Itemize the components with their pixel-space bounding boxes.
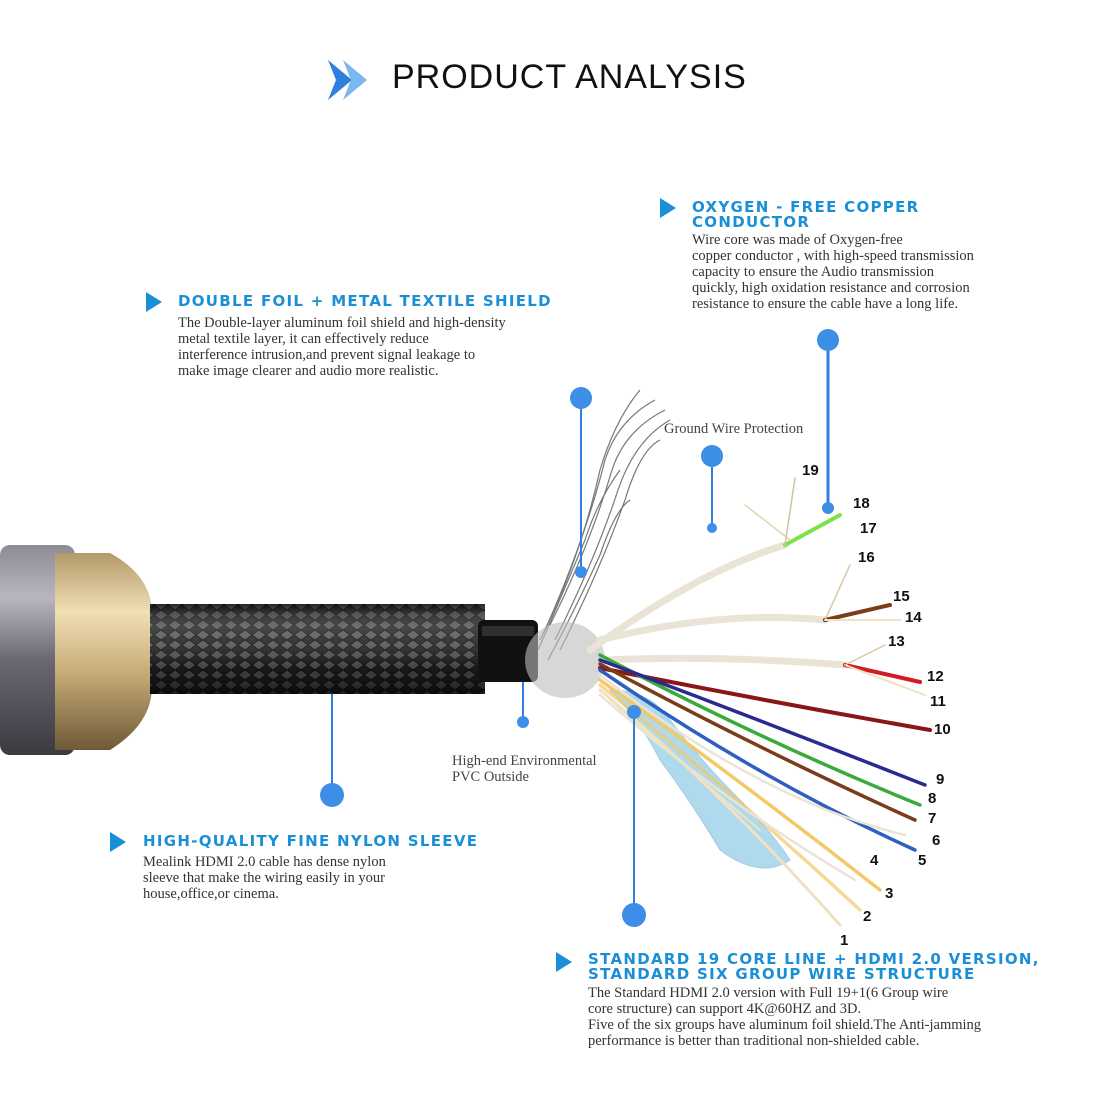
- ground-wire-label: Ground Wire Protection: [664, 421, 804, 437]
- metal-textile-shield: [537, 389, 671, 661]
- wire-number: 18: [853, 495, 870, 512]
- wire-number: 16: [858, 549, 875, 566]
- wire-number: 2: [863, 908, 872, 925]
- shield-mesh: [525, 622, 605, 698]
- foil-heading: DOUBLE FOIL + METAL TEXTILE SHIELD: [178, 292, 552, 310]
- wire-number: 15: [893, 588, 910, 605]
- copper-heading: OXYGEN - FREE COPPER CONDUCTOR: [692, 198, 920, 231]
- wire-number: 8: [928, 790, 937, 807]
- wire-number: 1: [840, 932, 849, 949]
- callout-pointers: [320, 329, 839, 927]
- wire-number: 12: [927, 668, 944, 685]
- wire-number: 19: [802, 462, 819, 479]
- wire-number: 13: [888, 633, 905, 650]
- section-arrow-icon: [556, 952, 572, 972]
- wire-number: 3: [885, 885, 894, 902]
- wire-number: 9: [936, 771, 945, 788]
- copper-body: Wire core was made of Oxygen-free copper…: [692, 232, 974, 312]
- foil-body: The Double-layer aluminum foil shield an…: [178, 315, 506, 379]
- section-arrow-icon: [146, 292, 162, 312]
- nylon-heading: HIGH-QUALITY FINE NYLON SLEEVE: [143, 832, 479, 850]
- hdmi-connector: [0, 545, 152, 755]
- wire-number: 11: [930, 693, 946, 710]
- wire-number: 6: [932, 832, 941, 849]
- section-arrow-icon: [660, 198, 676, 218]
- nylon-body: Mealink HDMI 2.0 cable has dense nylon s…: [143, 854, 386, 902]
- page-title: PRODUCT ANALYSIS: [392, 58, 747, 96]
- wire-number: 5: [918, 852, 927, 869]
- standard-heading: STANDARD 19 CORE LINE + HDMI 2.0 VERSION…: [588, 950, 1040, 983]
- standard-body: The Standard HDMI 2.0 version with Full …: [588, 985, 982, 1049]
- wire-number: 7: [928, 810, 937, 827]
- wire-number: 4: [870, 852, 879, 869]
- pvc-label: High-end Environmental PVC Outside: [452, 753, 597, 785]
- wire-number: 10: [934, 721, 951, 738]
- section-arrow-icon: [110, 832, 126, 852]
- title-chevron-icon: [328, 60, 367, 100]
- pvc-jacket: [478, 620, 538, 682]
- nylon-sleeve: [150, 604, 485, 694]
- wire-number: 17: [860, 520, 877, 537]
- wire-number: 14: [905, 609, 922, 626]
